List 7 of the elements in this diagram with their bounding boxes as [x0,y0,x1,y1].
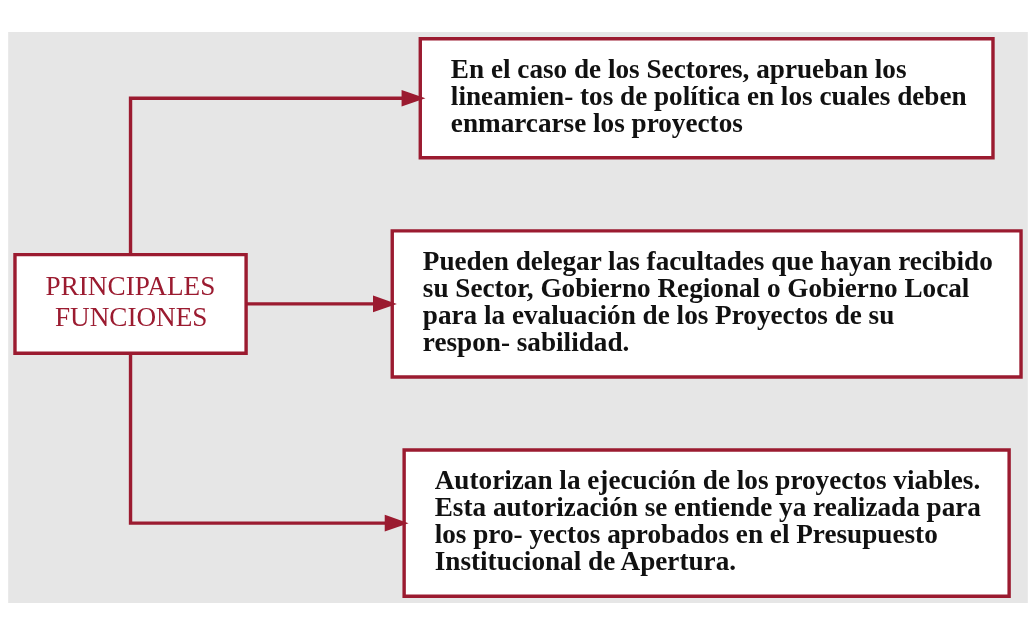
arrow [128,353,409,532]
arrow [246,295,397,313]
node-box: Autorizan la ejecución de los proyectos viables. Esta autorización se entiende ya realizada para los pro- yectos aprobados en el Presupuesto Institucional de Apertura. [402,448,1011,598]
node-box: PRINCIPALES FUNCIONES [13,252,248,355]
node-box: Pueden delegar las facultades que hayan recibido su Sector, Gobierno Regional o Gobierno Local para la evaluación de los Proyectos de su respon- sabilidad. [390,229,1023,379]
arrow [128,89,426,255]
node-box: En el caso de los Sectores, aprueban los lineamien- tos de política en los cuales deben enmarcarse los proyectos [418,37,995,160]
